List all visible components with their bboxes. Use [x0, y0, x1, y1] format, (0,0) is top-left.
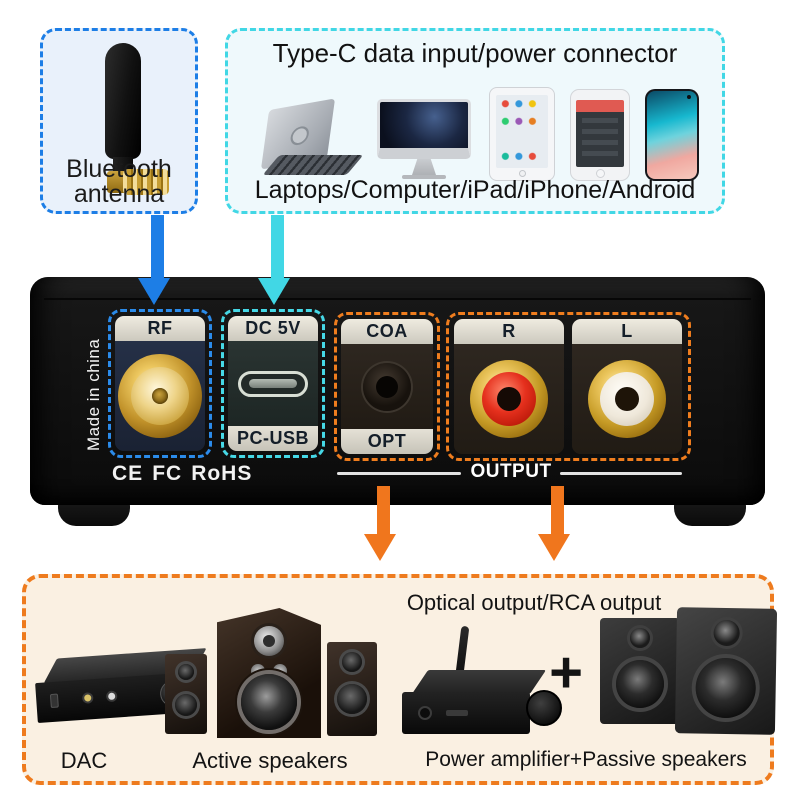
- imac-screen: [377, 99, 471, 159]
- active-satellite-right: [327, 642, 377, 736]
- output-label: OUTPUT: [470, 461, 552, 482]
- amplifier-front-face: [402, 692, 530, 734]
- rca-right-label: R: [454, 319, 564, 344]
- rca-jack-white: [588, 360, 666, 438]
- amplifier-top-face: [411, 670, 547, 694]
- rf-port-body: [115, 341, 205, 451]
- typec-input-callout: Type-C data input/power connector: [225, 28, 725, 214]
- dac-label: DAC: [60, 748, 108, 773]
- output-divider-left: [337, 472, 461, 475]
- amplifier-volume-knob: [526, 690, 562, 726]
- rca-port-group: R L: [446, 312, 691, 461]
- made-in-china-text: Made in china: [84, 338, 103, 452]
- rca-left-plate: L: [572, 319, 682, 454]
- bluetooth-antenna-label-line2: antenna: [73, 180, 165, 208]
- orange-arrow-right-icon: [538, 534, 570, 561]
- dac-jack-yellow: [81, 692, 94, 704]
- speaker-woofer: [616, 660, 664, 708]
- bluetooth-antenna-callout: Bluetooth antenna: [40, 28, 198, 214]
- passive-speaker-right: [674, 607, 778, 735]
- rca-right-body: [454, 344, 564, 454]
- active-speakers-image: [165, 602, 377, 744]
- usb-c-slot: [249, 379, 297, 388]
- speaker-tweeter: [630, 628, 650, 648]
- dac-jack-white: [105, 690, 118, 703]
- android-phone-screen: [647, 91, 697, 179]
- antenna-sma-connector: [123, 169, 169, 195]
- output-divider-right: [560, 472, 682, 475]
- imac-base: [402, 175, 446, 179]
- power-amplifier-image: [398, 625, 564, 746]
- ipad-screen: [496, 95, 548, 168]
- usb-c-port: [238, 370, 308, 397]
- subwoofer-volume-knob: [254, 626, 284, 656]
- iphone-screen: [576, 100, 624, 167]
- rca-right-plate: R: [454, 319, 564, 454]
- optical-port-group: COA OPT: [334, 312, 440, 461]
- source-devices-row: [236, 75, 714, 181]
- iphone-home-button: [595, 168, 605, 178]
- rca-left-body: [572, 344, 682, 454]
- android-phone-image: [645, 89, 699, 181]
- imac-image: [374, 97, 474, 181]
- usb-port-body: [228, 341, 318, 426]
- cyan-arrow-shaft: [271, 215, 284, 279]
- speaker-woofer: [695, 657, 757, 719]
- iphone-image: [570, 89, 630, 181]
- sma-connector: [118, 354, 202, 438]
- orange-arrow-left-shaft: [377, 486, 390, 536]
- output-options-callout: Optical output/RCA output: [22, 574, 778, 785]
- amp-passive-label: Power amplifier+Passive speakers: [425, 748, 747, 771]
- imac-stand: [412, 159, 436, 175]
- rohs-mark: RoHS: [191, 462, 253, 485]
- coa-label: COA: [341, 319, 433, 344]
- optical-port-body: [341, 344, 433, 429]
- rf-label: RF: [115, 316, 205, 341]
- usb-port-group: DC 5V PC-USB: [221, 309, 325, 458]
- optical-jack: [363, 362, 411, 411]
- orange-arrow-right-shaft: [551, 486, 564, 536]
- bluetooth-antenna-image: [105, 43, 141, 159]
- pc-usb-label: PC-USB: [228, 426, 318, 451]
- active-subwoofer: [217, 608, 321, 738]
- speaker-tweeter: [713, 619, 740, 647]
- cyan-arrow-icon: [258, 278, 290, 305]
- amplifier-port: [418, 706, 432, 720]
- laptop-image: [251, 98, 364, 181]
- passive-speakers-image: [584, 607, 788, 746]
- subwoofer-driver: [241, 674, 297, 730]
- active-speakers-label: Active speakers: [192, 748, 348, 773]
- typec-caption: Laptops/Computer/iPad/iPhone/Android: [254, 176, 696, 204]
- ce-mark: CE: [112, 462, 144, 485]
- bluetooth-antenna-label: Bluetooth antenna: [43, 157, 195, 207]
- ipad-home-button: [518, 170, 526, 177]
- laptop-keyboard: [262, 155, 364, 175]
- output-options-title: Optical output/RCA output: [406, 590, 662, 615]
- optical-plate: COA OPT: [341, 319, 433, 454]
- passive-speaker-left: [600, 618, 680, 724]
- fcc-mark: FC: [152, 462, 183, 485]
- typec-title: Type-C data input/power connector: [272, 38, 678, 68]
- opt-label: OPT: [341, 429, 433, 454]
- certification-marks: CE FC RoHS: [112, 462, 261, 486]
- dc5v-label: DC 5V: [228, 316, 318, 341]
- blue-arrow-icon: [138, 278, 170, 305]
- amplifier-display: [446, 710, 468, 716]
- ipad-image: [489, 87, 555, 181]
- rf-port-group: RF: [108, 309, 212, 458]
- orange-arrow-left-icon: [364, 534, 396, 561]
- plus-sign: +: [549, 640, 583, 705]
- active-satellite-left: [165, 654, 207, 734]
- rf-plate: RF: [115, 316, 205, 451]
- blue-arrow-shaft: [151, 215, 164, 279]
- rca-left-label: L: [572, 319, 682, 344]
- usb-plate: DC 5V PC-USB: [228, 316, 318, 451]
- rca-jack-red: [470, 360, 548, 438]
- dac-switch: [49, 693, 59, 709]
- bluetooth-antenna-label-line1: Bluetooth: [66, 155, 172, 183]
